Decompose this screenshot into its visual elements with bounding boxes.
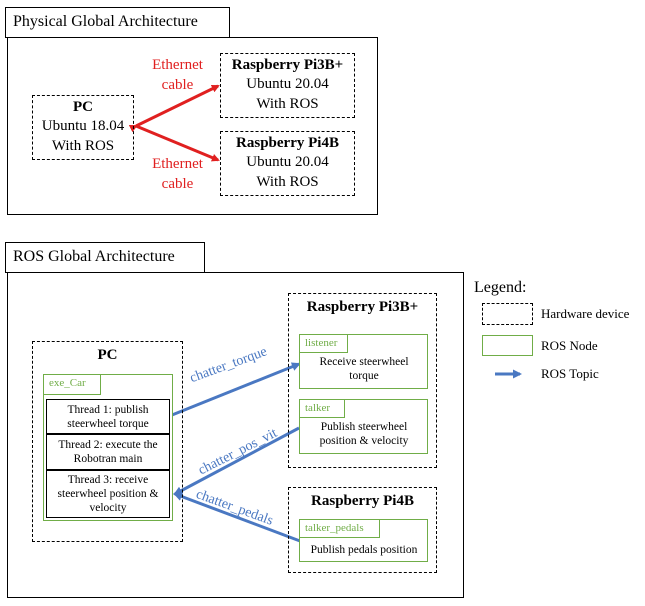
ros-node-talker-pedals-label: talker_pedals xyxy=(300,520,380,538)
ethernet-arrow-pc-pi3 xyxy=(128,84,220,133)
ros-pi4-name: Raspberry Pi4B xyxy=(311,493,414,509)
ros-node-exe-car-label: exe_Car xyxy=(44,375,101,395)
ros-pi4-box xyxy=(288,487,437,573)
ros-section-title: ROS Global Architecture xyxy=(5,242,205,273)
ethernet-label-bottom: Ethernet cable xyxy=(140,154,215,194)
topic-arrow-torque xyxy=(171,362,301,417)
legend-title: Legend: xyxy=(474,279,527,296)
physical-pi3-box: Raspberry Pi3B+ Ubuntu 20.04 With ROS xyxy=(220,53,355,118)
ros-pi3-name: Raspberry Pi3B+ xyxy=(306,299,419,315)
ros-node-talker-label: talker xyxy=(300,400,345,418)
ros-node-listener-label: listener xyxy=(300,335,348,353)
topic-arrow-pedals xyxy=(173,492,301,543)
ethernet-label-top-line2: cable xyxy=(161,77,194,93)
ethernet-arrow-pc-pi4 xyxy=(135,124,220,162)
ros-section-frame xyxy=(7,272,464,598)
ros-node-talker-pedals-desc: Publish pedals position xyxy=(310,544,418,556)
ros-node-talker-desc: Publish steerwheel position & velocity xyxy=(319,421,409,447)
ros-node-exe-car: exe_Car Thread 1: publish steerwheel tor… xyxy=(43,374,173,521)
ros-node-listener-desc: Receive steerwheel torque xyxy=(319,356,409,382)
physical-section-title: Physical Global Architecture xyxy=(5,7,230,38)
ros-pc-box xyxy=(32,341,183,542)
physical-pi4-box: Raspberry Pi4B Ubuntu 20.04 With ROS xyxy=(220,131,355,196)
topic-arrow-pos-vit xyxy=(173,426,300,496)
physical-pc-ros: With ROS xyxy=(51,138,115,154)
legend-topic-label: ROS Topic xyxy=(541,366,599,381)
physical-pi3-ros: With ROS xyxy=(256,96,319,112)
physical-pi3-name: Raspberry Pi3B+ xyxy=(231,57,344,73)
ethernet-label-top-line1: Ethernet xyxy=(152,57,203,73)
ros-node-talker: talker Publish steerwheel position & vel… xyxy=(299,399,428,454)
physical-pc-os: Ubuntu 18.04 xyxy=(41,118,125,134)
physical-pi4-os: Ubuntu 20.04 xyxy=(246,154,329,170)
thread1-cell: Thread 1: publish steerwheel torque xyxy=(46,399,170,434)
ros-node-talker-pedals: talker_pedals Publish pedals position xyxy=(299,519,428,562)
ethernet-label-bottom-line2: cable xyxy=(161,176,194,192)
thread3-cell: Thread 3: receive steerwheel position & … xyxy=(46,470,170,518)
ros-pi3-box xyxy=(288,293,437,468)
ethernet-label-bottom-line1: Ethernet xyxy=(152,156,203,172)
legend-hardware-label: Hardware device xyxy=(541,306,630,321)
physical-pc-name: PC xyxy=(73,99,93,115)
ros-node-listener: listener Receive steerwheel torque xyxy=(299,334,428,389)
ros-pc-name: PC xyxy=(97,347,118,363)
ethernet-label-top: Ethernet cable xyxy=(140,55,215,95)
physical-pc-box: PC Ubuntu 18.04 With ROS xyxy=(32,95,134,160)
legend-node-swatch xyxy=(482,335,533,356)
physical-pi3-os: Ubuntu 20.04 xyxy=(246,76,329,92)
physical-pi4-ros: With ROS xyxy=(256,174,319,190)
legend-node-label: ROS Node xyxy=(541,338,598,353)
legend-hardware-swatch xyxy=(482,303,533,325)
physical-pi4-name: Raspberry Pi4B xyxy=(236,135,339,151)
thread2-cell: Thread 2: execute the Robotran main xyxy=(46,434,170,470)
